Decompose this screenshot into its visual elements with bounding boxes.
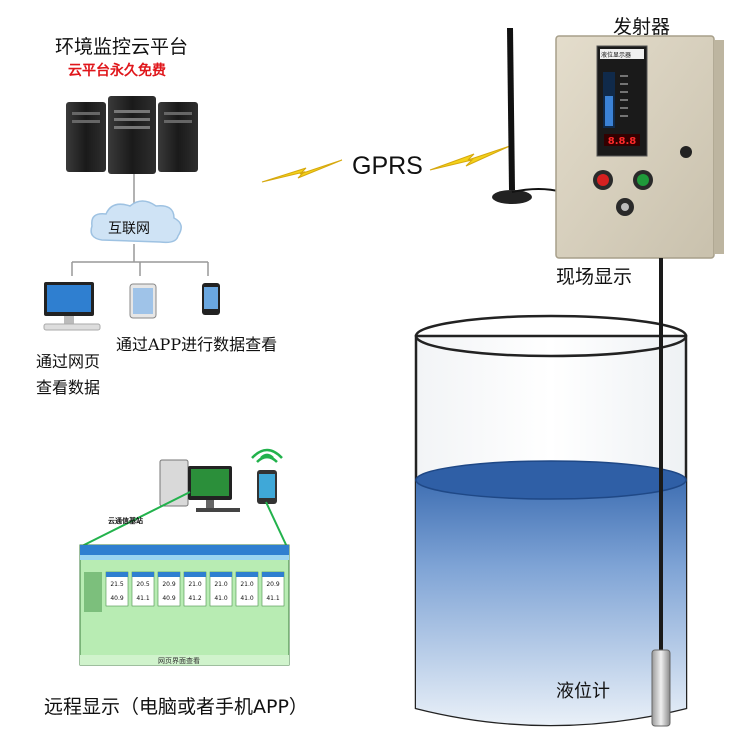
- panel-title: 液位显示器: [601, 52, 632, 59]
- reading-card: 21.0 41.0: [209, 571, 233, 607]
- water-tank: [414, 314, 688, 727]
- remote-computer-icon: [159, 459, 240, 512]
- desktop-monitor-icon: [43, 282, 101, 331]
- via-app-label: 通过APP进行数据查看: [116, 335, 278, 354]
- local-display-label: 现场显示: [556, 266, 633, 288]
- reading-card: 21.5 40.9: [105, 571, 129, 607]
- reading-bottom-value: 41.0: [240, 595, 254, 602]
- remote-footer-text: 网页界面查看: [158, 657, 200, 665]
- reading-top-value: 20.9: [266, 581, 280, 588]
- remote-display-label: 远程显示（电脑或者手机APP）: [44, 696, 308, 718]
- reading-bottom-value: 41.1: [266, 595, 280, 602]
- reading-bottom-value: 41.0: [214, 595, 228, 602]
- transmitter-cabinet: 8.8.8: [555, 35, 724, 259]
- reading-top-value: 20.5: [136, 581, 150, 588]
- reading-top-value: 21.0: [214, 581, 228, 588]
- reading-card: 21.0 41.0: [235, 571, 259, 607]
- reading-cards: 21.5 40.9 20.5 41.1 20.9 40.9 21.0 41.2 21.0 41.0…: [105, 571, 285, 607]
- level-sensor-label: 液位计: [556, 681, 610, 702]
- level-sensor-probe: [651, 258, 671, 727]
- reading-top-value: 21.0: [188, 581, 202, 588]
- via-web-label-line2: 查看数据: [36, 378, 101, 397]
- reading-card: 20.9 40.9: [157, 571, 181, 607]
- via-web-label-line1: 通过网页: [36, 352, 101, 371]
- antenna-icon: [492, 27, 563, 204]
- water-surface: [415, 460, 687, 500]
- reading-card: 20.9 41.1: [261, 571, 285, 607]
- internet-cloud-icon: [90, 200, 182, 244]
- reading-bottom-value: 41.2: [188, 595, 202, 602]
- svg-text:8.8.8: 8.8.8: [608, 136, 637, 147]
- device-tree-lines: [71, 244, 209, 276]
- reading-top-value: 20.9: [162, 581, 176, 588]
- smartphone-icon: [202, 283, 220, 315]
- reading-card: 20.5 41.1: [131, 571, 155, 607]
- reading-card: 21.0 41.2: [183, 571, 207, 607]
- remote-link-lines: [81, 491, 289, 550]
- internet-label: 互联网: [108, 221, 150, 237]
- transmitter-label: 发射器: [613, 16, 671, 38]
- reading-bottom-value: 40.9: [110, 595, 124, 602]
- reading-top-value: 21.0: [240, 581, 254, 588]
- gprs-label: GPRS: [352, 152, 423, 180]
- reading-bottom-value: 40.9: [162, 595, 176, 602]
- cloud-platform-title: 环境监控云平台: [55, 36, 189, 58]
- tablet-icon: [129, 283, 157, 319]
- remote-phone-icon: [251, 448, 283, 504]
- reading-top-value: 21.5: [110, 581, 124, 588]
- server-rack-icon: [66, 96, 198, 174]
- remote-banner-text: 云通信基站: [108, 517, 143, 525]
- lightning-bolt-icon-left: [261, 159, 343, 183]
- lightning-bolt-icon-right: [429, 145, 511, 171]
- reading-bottom-value: 41.1: [136, 595, 150, 602]
- cloud-platform-subtitle: 云平台永久免费: [68, 63, 166, 79]
